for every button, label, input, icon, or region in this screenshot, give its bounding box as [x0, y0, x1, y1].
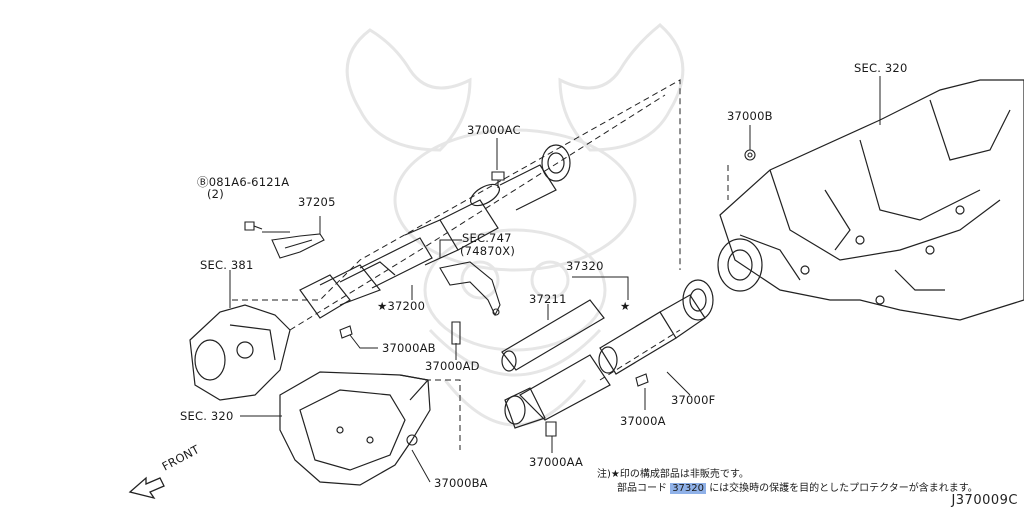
note-line-2: 部品コード 37320 には交換時の保護を目的としたプロテクターが含まれます。	[617, 483, 978, 495]
note-line-1: 注)★印の構成部品は非販売です。	[597, 469, 749, 480]
center-bearing-bracket	[439, 261, 501, 317]
label-37205: 37205	[298, 195, 336, 209]
transmission-housing	[717, 79, 1024, 321]
front-propeller-shaft	[299, 144, 571, 319]
label-37000b: 37000B	[727, 109, 773, 123]
front-arrow-icon	[128, 476, 165, 500]
label-37000ad: 37000AD	[425, 359, 480, 373]
bracket-37205	[271, 233, 325, 259]
label-37320: 37320	[566, 259, 604, 273]
bell-housing-320	[279, 371, 431, 486]
transfer-case-381	[189, 304, 291, 401]
highlighted-part-code: 37320	[670, 483, 706, 494]
dashed-leaders	[232, 79, 729, 450]
fasteners	[244, 149, 756, 446]
label-37000aa: 37000AA	[529, 455, 584, 469]
label-37000f: 37000F	[671, 393, 716, 407]
label-star-mark: ★	[620, 299, 631, 313]
note-line-2-suffix: には交換時の保護を目的としたプロテクターが含まれます。	[709, 483, 978, 494]
label-bolt-qty: (2)	[207, 187, 224, 201]
diagram-code: J370009C	[951, 493, 1018, 508]
label-sec320-bottom: SEC. 320	[180, 409, 234, 423]
label-37000ab: 37000AB	[382, 341, 436, 355]
label-37000ba: 37000BA	[434, 476, 488, 490]
label-sec381: SEC. 381	[200, 258, 254, 272]
watermark-emblem	[345, 23, 685, 427]
label-bolt-spec: Ⓑ081A6-6121A	[197, 175, 290, 189]
label-37000ac: 37000AC	[467, 123, 521, 137]
label-37200: ★37200	[377, 299, 426, 313]
label-37000a: 37000A	[620, 414, 666, 428]
solid-leaders	[229, 76, 881, 483]
rear-propeller-shaft	[501, 279, 714, 429]
note-line-2-prefix: 部品コード	[617, 483, 667, 494]
label-sec320-top: SEC. 320	[854, 61, 908, 75]
label-sec747: SEC.747	[462, 231, 512, 245]
label-sec747-sub: (74870X)	[460, 244, 516, 258]
label-37211: 37211	[529, 292, 567, 306]
